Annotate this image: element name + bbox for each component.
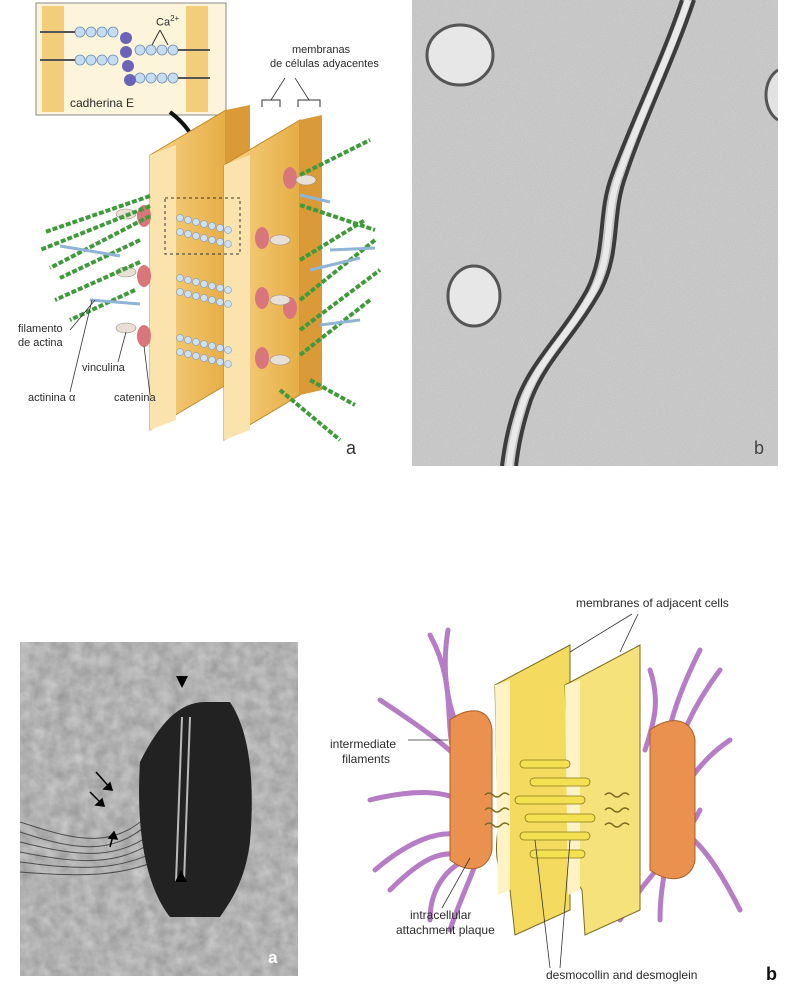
panel-letter-bottom-right: b (766, 964, 777, 985)
plaque-left (450, 711, 492, 869)
plaque-label-line2: attachment plaque (396, 923, 495, 937)
right-membrane-slab (224, 115, 322, 440)
panel-letter-bottom-left: a (268, 948, 277, 968)
panel-letter-top-right: b (754, 438, 764, 459)
inset-cadherin-label: cadherina E (70, 96, 134, 110)
filaments-label-line2: filaments (342, 752, 390, 766)
desmosome-micrograph-image (20, 642, 298, 976)
vesicle (448, 266, 500, 326)
plaque-label-line1: intracellular (410, 908, 471, 922)
vesicle (427, 25, 493, 85)
inset-membrane-right (186, 6, 208, 112)
desmo-membranes-label: membranes of adjacent cells (576, 596, 729, 610)
panel-letter-top-left: a (346, 438, 356, 459)
membranes-label-line2: de células adyacentes (270, 58, 379, 70)
membranes-label-line1: membranas (292, 44, 350, 56)
desmosome-micrograph: a (20, 642, 298, 976)
adherens-junction-diagram: cadherina E Ca2+ membranas de células ad… (0, 0, 400, 470)
desmosome-diagram: membranes of adjacent cells intermediate… (320, 590, 796, 999)
desmo-proteins-label: desmocollin and desmoglein (546, 968, 697, 982)
plaque-right (650, 721, 695, 879)
catenin-label: catenina (114, 392, 156, 404)
desmosome-illustration (320, 590, 796, 999)
actin-label-line1: filamento (18, 323, 63, 335)
micrograph-image (412, 0, 778, 466)
filaments-label-line1: intermediate (330, 737, 396, 751)
adherens-micrograph: b (412, 0, 778, 466)
actin-label-line2: de actina (18, 337, 63, 349)
vinculin-label: vinculina (82, 362, 125, 374)
alpha-actinin-label: actinina α (28, 392, 75, 404)
inset-calcium-label: Ca2+ (156, 14, 179, 29)
